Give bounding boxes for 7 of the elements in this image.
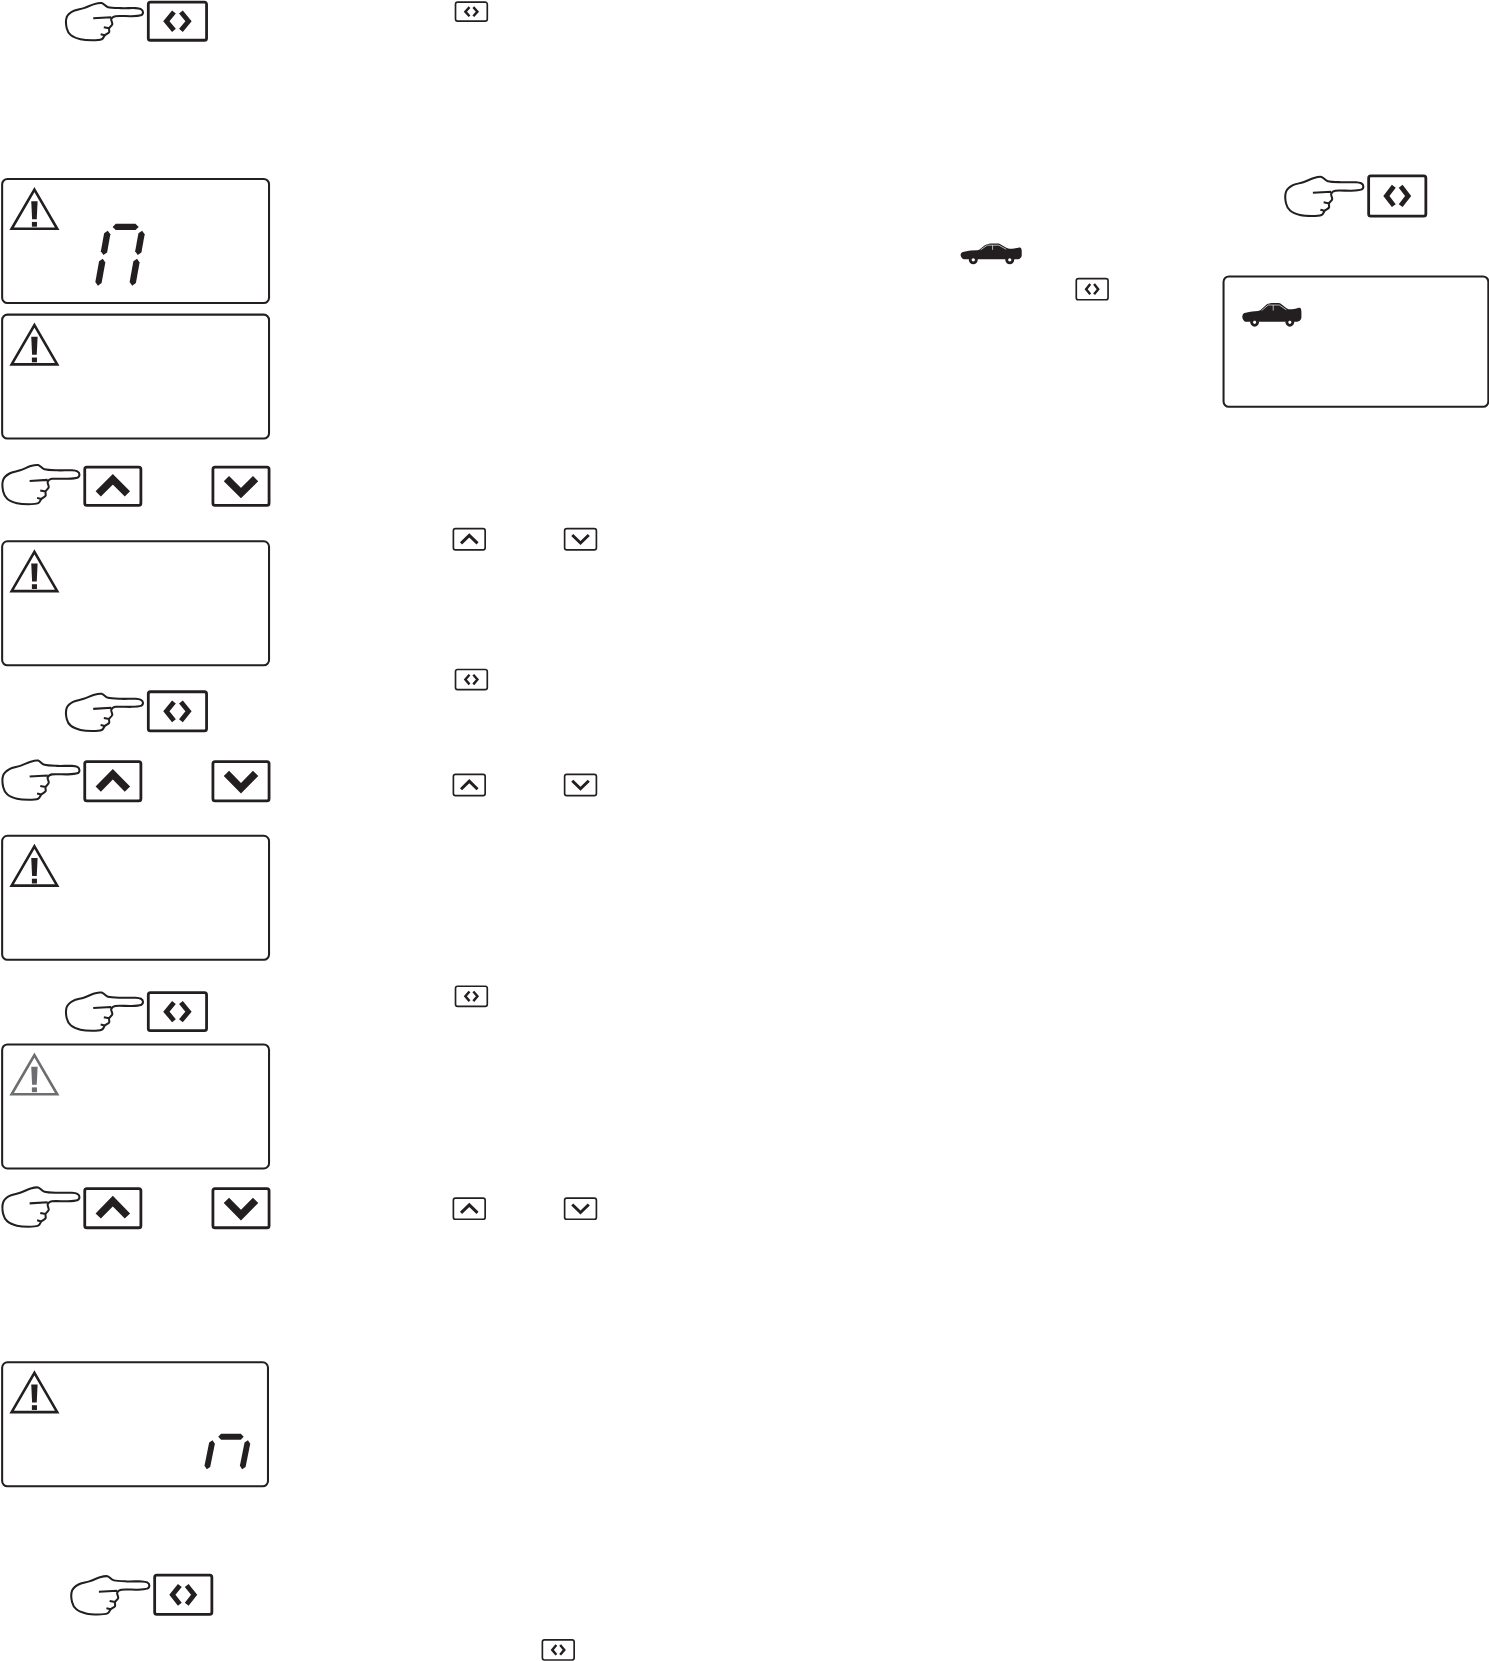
display-panel [1222, 275, 1489, 408]
display-panel [0, 313, 270, 440]
display-panel [0, 540, 270, 667]
display-panel [0, 1043, 270, 1170]
display-panel [0, 178, 270, 304]
display-panel [0, 1361, 269, 1488]
display-panel [0, 834, 270, 961]
